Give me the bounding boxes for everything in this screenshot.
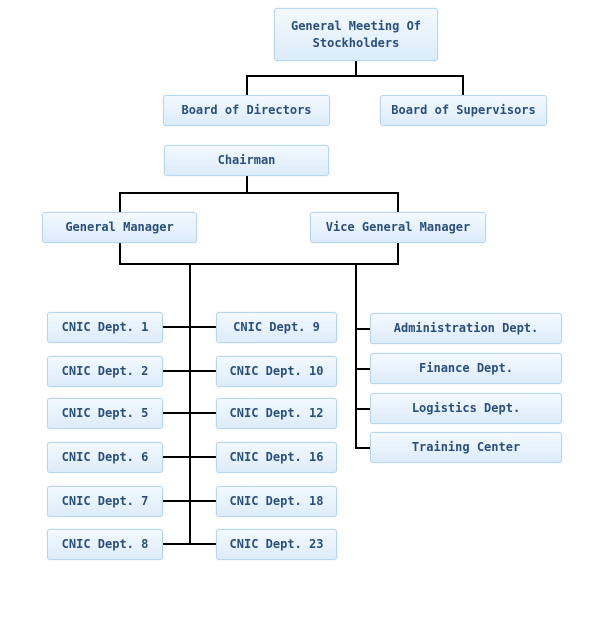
node-general-manager: General Manager	[42, 212, 197, 243]
connector-line	[355, 60, 357, 76]
node-cnic-dept: CNIC Dept. 8	[47, 529, 163, 560]
connector-line	[355, 263, 357, 449]
node-cnic-dept: CNIC Dept. 5	[47, 398, 163, 429]
connector-line	[397, 242, 399, 264]
connector-line	[355, 328, 371, 330]
node-cnic-dept: CNIC Dept. 2	[47, 356, 163, 387]
connector-line	[355, 368, 371, 370]
node-chairman: Chairman	[164, 145, 329, 176]
node-cnic-dept: CNIC Dept. 12	[216, 398, 337, 429]
node-cnic-dept: CNIC Dept. 10	[216, 356, 337, 387]
node-general-meeting: General Meeting Of Stockholders	[274, 8, 438, 61]
connector-line	[162, 543, 218, 545]
connector-line	[119, 242, 121, 264]
connector-line	[162, 500, 218, 502]
node-cnic-dept: CNIC Dept. 7	[47, 486, 163, 517]
node-cnic-dept: CNIC Dept. 18	[216, 486, 337, 517]
connector-line	[162, 326, 218, 328]
connector-line	[119, 192, 121, 212]
connector-line	[246, 75, 464, 77]
node-cnic-dept: CNIC Dept. 9	[216, 312, 337, 343]
connector-line	[162, 412, 218, 414]
connector-line	[162, 456, 218, 458]
node-board-of-directors: Board of Directors	[163, 95, 330, 126]
connector-line	[462, 75, 464, 95]
connector-line	[162, 370, 218, 372]
connector-line	[119, 192, 399, 194]
node-cnic-dept: CNIC Dept. 23	[216, 529, 337, 560]
node-cnic-dept: CNIC Dept. 16	[216, 442, 337, 473]
connector-line	[246, 176, 248, 193]
node-cnic-dept: CNIC Dept. 1	[47, 312, 163, 343]
node-board-of-supervisors: Board of Supervisors	[380, 95, 547, 126]
node-cnic-dept: CNIC Dept. 6	[47, 442, 163, 473]
connector-line	[246, 75, 248, 95]
connector-line	[355, 447, 371, 449]
node-logistics-dept: Logistics Dept.	[370, 393, 562, 424]
node-vice-general-manager: Vice General Manager	[310, 212, 486, 243]
node-training-center: Training Center	[370, 432, 562, 463]
connector-line	[119, 263, 399, 265]
connector-line	[189, 263, 191, 545]
node-finance-dept: Finance Dept.	[370, 353, 562, 384]
connector-line	[355, 408, 371, 410]
node-administration-dept: Administration Dept.	[370, 313, 562, 344]
connector-line	[397, 192, 399, 212]
